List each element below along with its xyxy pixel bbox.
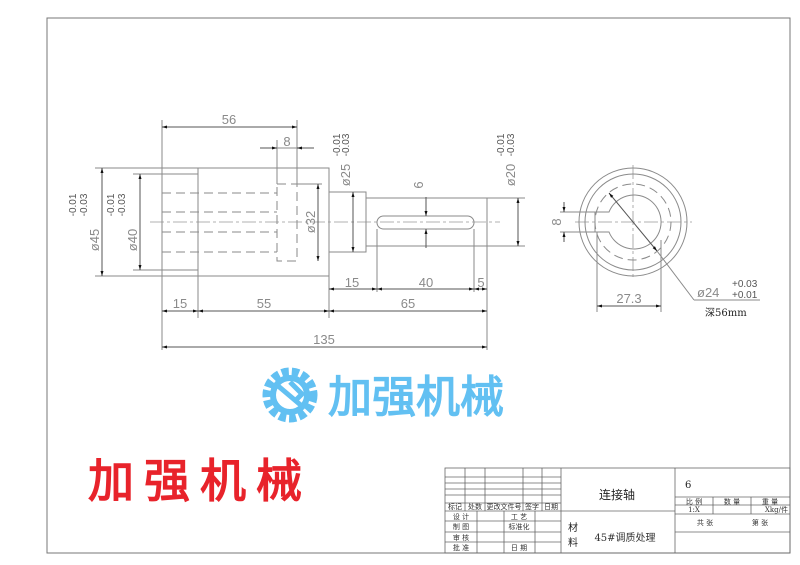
tol-d45-lower: -0.03 (79, 193, 90, 216)
svg-text:重 量: 重 量 (762, 498, 778, 506)
svg-text:标准化: 标准化 (509, 522, 530, 531)
drawing-frame (46, 17, 791, 554)
dim-8: 8 (283, 134, 290, 149)
svg-text:设 计: 设 计 (453, 512, 469, 521)
tol-d20-lower: -0.03 (506, 133, 517, 156)
tol-d40-lower: -0.03 (117, 193, 128, 216)
dim-d45: ø45 (87, 229, 102, 251)
dim-6: 6 (411, 181, 426, 188)
part-name: 连接轴 (599, 487, 635, 502)
dim-15-left: 15 (173, 296, 187, 311)
material: 45#调质处理 (594, 532, 655, 544)
svg-text:共 张: 共 张 (697, 518, 713, 527)
keyway (376, 215, 475, 230)
svg-text:日 期: 日 期 (511, 544, 527, 552)
dim-5: 5 (477, 275, 484, 290)
tol-d25-upper: -0.01 (332, 133, 343, 156)
shaft-side-view: 8 27.3 ø24 +0.03 +0.01 深56mm (549, 165, 760, 319)
svg-text:6: 6 (685, 480, 691, 491)
dim-27-3: 27.3 (616, 291, 641, 306)
svg-text:Xkg/件: Xkg/件 (765, 505, 788, 514)
brand-text: 加强机械 (88, 454, 312, 508)
tol-d25-lower: -0.03 (341, 133, 352, 156)
svg-text:第 张: 第 张 (752, 518, 768, 527)
svg-text:签字: 签字 (525, 502, 539, 511)
dim-d40: ø40 (125, 229, 140, 251)
svg-text:工 艺: 工 艺 (511, 513, 527, 521)
tol-d20-upper: -0.01 (496, 133, 507, 156)
title-block: 标记 处数 更改文件号 签字 日期 设 计 制 图 审 核 批 准 工 艺 标准… (444, 467, 791, 554)
svg-text:审 核: 审 核 (453, 533, 469, 542)
dimensions: 56 8 ø32 ø25 -0.01 -0.03 ø20 -0.01 -0.03… (68, 112, 525, 350)
dim-40: 40 (419, 275, 433, 290)
svg-text:1:X: 1:X (688, 506, 700, 514)
dim-135: 135 (313, 332, 335, 347)
watermark-text: 加强机械 (328, 372, 504, 423)
tol-d40-upper: -0.01 (106, 193, 117, 216)
watermark: 加强机械 (262, 367, 504, 423)
dim-key-8: 8 (549, 218, 564, 225)
svg-text:比 例: 比 例 (686, 497, 702, 506)
svg-text:标记: 标记 (448, 502, 462, 511)
bore-tol-upper: +0.03 (732, 279, 758, 290)
dim-d32: ø32 (303, 211, 318, 233)
dim-56: 56 (222, 112, 236, 127)
bore-tol-lower: +0.01 (732, 290, 758, 301)
tol-d45-upper: -0.01 (68, 193, 79, 216)
svg-text:材: 材 (568, 521, 578, 534)
dim-65: 65 (401, 296, 415, 311)
svg-text:日期: 日期 (544, 503, 558, 511)
svg-text:数 量: 数 量 (724, 497, 740, 506)
svg-text:料: 料 (568, 536, 578, 549)
dim-55: 55 (257, 296, 271, 311)
bore-dim: ø24 (697, 285, 719, 300)
svg-text:更改文件号: 更改文件号 (487, 502, 522, 511)
bore-depth: 深56mm (705, 307, 747, 319)
dim-d25: ø25 (338, 164, 353, 186)
svg-text:制 图: 制 图 (453, 522, 469, 531)
svg-text:处数: 处数 (468, 502, 482, 511)
gear-logo-icon (262, 367, 318, 423)
dim-d20: ø20 (503, 164, 518, 186)
svg-text:批 准: 批 准 (453, 543, 469, 552)
dim-15-right: 15 (345, 275, 359, 290)
shaft-front-view (150, 167, 500, 292)
